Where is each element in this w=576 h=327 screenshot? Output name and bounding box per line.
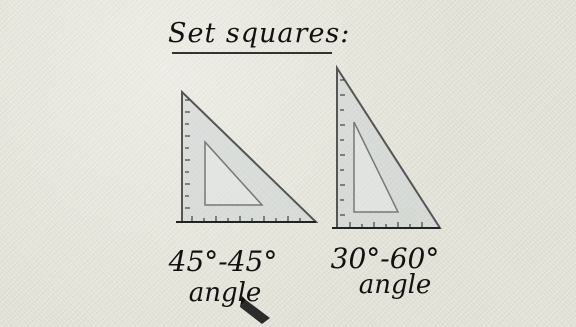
pen-icon <box>240 296 270 324</box>
page-title: Set squares: <box>168 18 351 49</box>
title-underline <box>172 52 332 54</box>
set-square-45-45 <box>176 89 319 223</box>
set-square-2-name-label: angle <box>358 270 432 300</box>
set-square-1-name-label: angle <box>188 278 262 308</box>
set-square-30-60 <box>332 64 442 229</box>
set-square-2-angle-label: 30°-60° <box>330 242 440 275</box>
set-square-1-angle-label: 45°-45° <box>168 245 278 278</box>
